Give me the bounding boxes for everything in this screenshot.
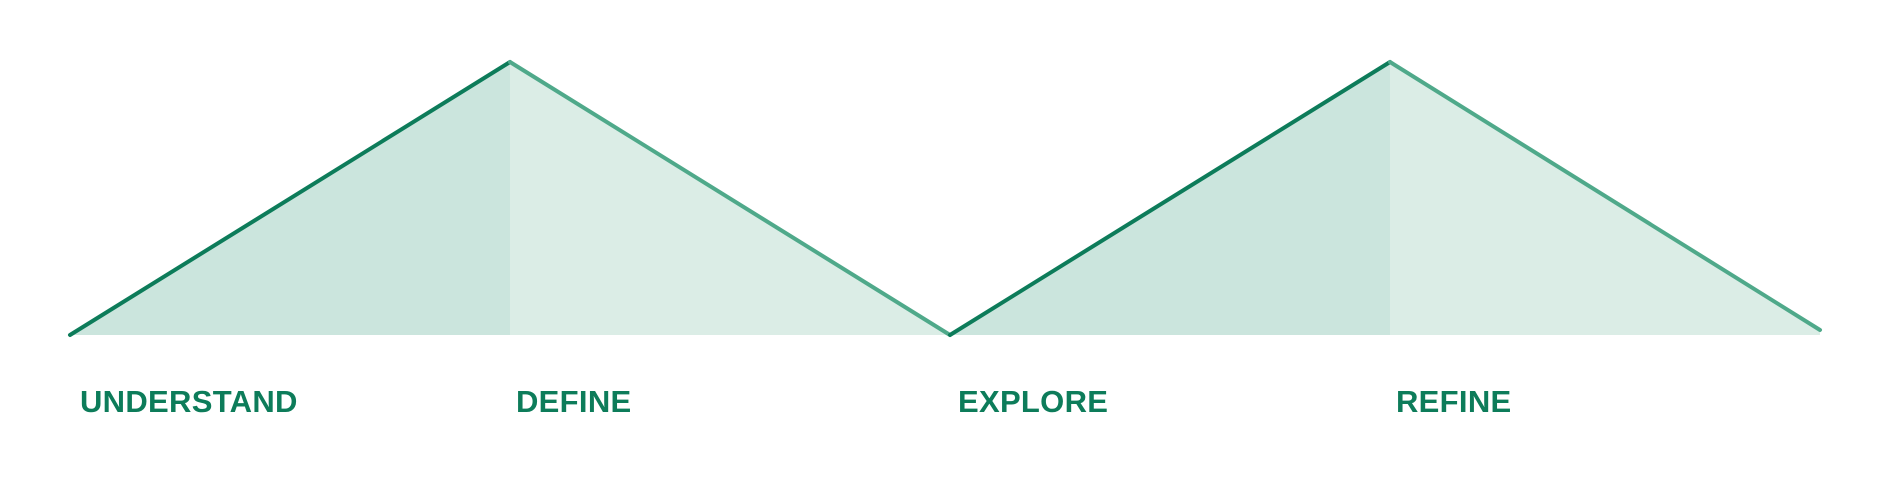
stage-label-understand: UNDERSTAND <box>80 384 298 419</box>
stage-label-refine: REFINE <box>1396 384 1512 419</box>
diamond-2 <box>948 60 1822 337</box>
diamond-1-diverge-edge <box>68 60 512 337</box>
diamond-1 <box>68 60 952 337</box>
stage-label-explore: EXPLORE <box>958 384 1109 419</box>
diamond-2-diverge-edge <box>948 60 1392 337</box>
diamond-1-converge-edge <box>508 60 952 337</box>
stage-label-define: DEFINE <box>516 384 632 419</box>
diamond-2-converge-edge <box>1388 60 1822 332</box>
